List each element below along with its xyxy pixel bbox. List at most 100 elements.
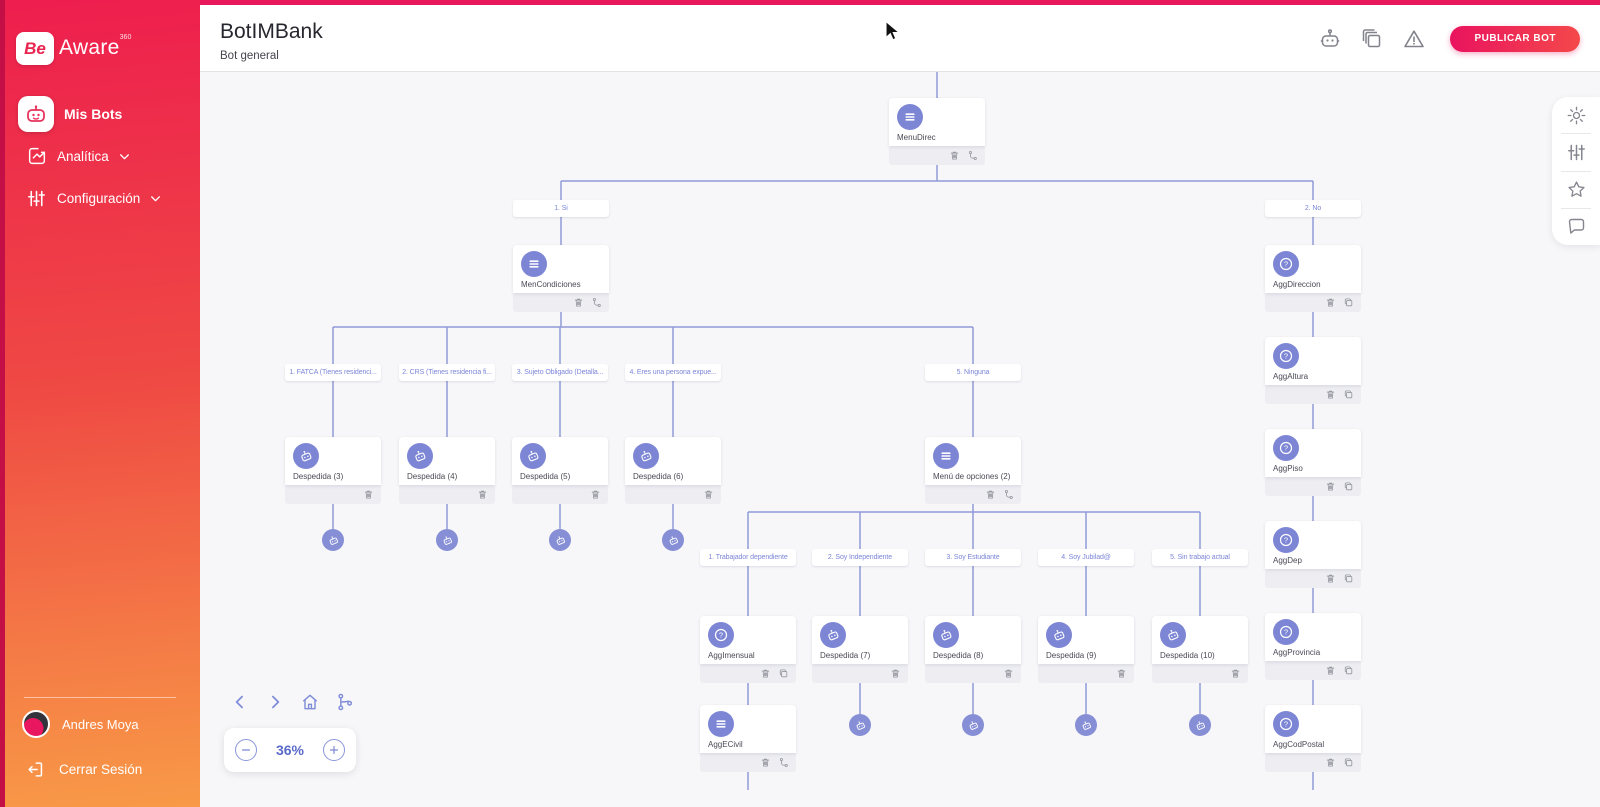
- option-label-chip[interactable]: 2. No: [1265, 200, 1361, 217]
- flow-node[interactable]: ?AggPiso: [1265, 429, 1361, 496]
- logout-button[interactable]: Cerrar Sesión: [26, 760, 142, 779]
- duplicate-node-icon[interactable]: [778, 668, 789, 679]
- option-label-chip[interactable]: 4. Eres una persona expue...: [625, 364, 721, 381]
- gear-icon[interactable]: [1566, 105, 1587, 126]
- delete-node-icon[interactable]: [1116, 668, 1127, 679]
- delete-node-icon[interactable]: [573, 297, 584, 308]
- delete-node-icon[interactable]: [1325, 297, 1336, 308]
- delete-node-icon[interactable]: [703, 489, 714, 500]
- delete-node-icon[interactable]: [949, 150, 960, 161]
- node-card[interactable]: ?AggAltura: [1265, 337, 1361, 385]
- node-card[interactable]: ?AggCodPostal: [1265, 705, 1361, 753]
- flow-node[interactable]: ?AggImensual: [700, 616, 796, 683]
- option-label-chip[interactable]: 4. Soy Jubilad@: [1038, 549, 1134, 566]
- home-icon[interactable]: [300, 692, 320, 712]
- chevron-left-icon[interactable]: [230, 692, 250, 712]
- sidebar-item-configuracion[interactable]: Configuración: [26, 188, 162, 209]
- chevron-right-icon[interactable]: [265, 692, 285, 712]
- delete-node-icon[interactable]: [1230, 668, 1241, 679]
- flow-node[interactable]: Menú de opciones (2): [925, 437, 1021, 504]
- terminal-bot-node[interactable]: [436, 529, 458, 551]
- flow-node[interactable]: Despedida (8): [925, 616, 1021, 683]
- zoom-in-button[interactable]: [323, 739, 345, 761]
- node-card[interactable]: ?AggDireccion: [1265, 245, 1361, 293]
- node-card[interactable]: Despedida (3): [285, 437, 381, 485]
- node-card[interactable]: ?AggPiso: [1265, 429, 1361, 477]
- branch-node-icon[interactable]: [967, 150, 978, 161]
- delete-node-icon[interactable]: [760, 668, 771, 679]
- node-card[interactable]: ?AggDep: [1265, 521, 1361, 569]
- user-profile[interactable]: Andres Moya: [22, 710, 139, 738]
- flow-node[interactable]: Despedida (3): [285, 437, 381, 504]
- branch-node-icon[interactable]: [1003, 489, 1014, 500]
- option-label-chip[interactable]: 3. Sujeto Obligado (Detalla...: [512, 364, 608, 381]
- delete-node-icon[interactable]: [477, 489, 488, 500]
- node-card[interactable]: AggECivil: [700, 705, 796, 753]
- flow-node[interactable]: ?AggDireccion: [1265, 245, 1361, 312]
- flow-node[interactable]: ?AggProvincia: [1265, 613, 1361, 680]
- sliders-icon[interactable]: [1566, 142, 1587, 163]
- duplicate-node-icon[interactable]: [1343, 757, 1354, 768]
- branch-node-icon[interactable]: [591, 297, 602, 308]
- delete-node-icon[interactable]: [1325, 573, 1336, 584]
- zoom-out-button[interactable]: [235, 739, 257, 761]
- duplicate-node-icon[interactable]: [1343, 389, 1354, 400]
- copies-icon[interactable]: [1360, 27, 1384, 51]
- terminal-bot-node[interactable]: [849, 714, 871, 736]
- option-label-chip[interactable]: 1. Trabajador dependiente: [700, 549, 796, 566]
- flow-node[interactable]: Despedida (6): [625, 437, 721, 504]
- flow-node[interactable]: Despedida (10): [1152, 616, 1248, 683]
- delete-node-icon[interactable]: [760, 757, 771, 768]
- terminal-bot-node[interactable]: [549, 529, 571, 551]
- option-label-chip[interactable]: 5. Ninguna: [925, 364, 1021, 381]
- duplicate-node-icon[interactable]: [1343, 665, 1354, 676]
- flow-node[interactable]: ?AggAltura: [1265, 337, 1361, 404]
- delete-node-icon[interactable]: [1325, 665, 1336, 676]
- node-card[interactable]: Despedida (7): [812, 616, 908, 664]
- sidebar-item-analitica[interactable]: Analítica: [26, 145, 131, 167]
- branch-node-icon[interactable]: [778, 757, 789, 768]
- node-card[interactable]: ?AggProvincia: [1265, 613, 1361, 661]
- terminal-bot-node[interactable]: [662, 529, 684, 551]
- node-card[interactable]: MenCondiciones: [513, 245, 609, 293]
- node-card[interactable]: Despedida (5): [512, 437, 608, 485]
- terminal-bot-node[interactable]: [962, 714, 984, 736]
- branch-icon[interactable]: [335, 692, 355, 712]
- node-card[interactable]: MenuDirec: [889, 98, 985, 146]
- option-label-chip[interactable]: 2. CRS (Tienes residencia fi...: [399, 364, 495, 381]
- duplicate-node-icon[interactable]: [1343, 297, 1354, 308]
- star-icon[interactable]: [1566, 179, 1587, 200]
- flow-node[interactable]: MenCondiciones: [513, 245, 609, 312]
- node-card[interactable]: ?AggImensual: [700, 616, 796, 664]
- delete-node-icon[interactable]: [1003, 668, 1014, 679]
- delete-node-icon[interactable]: [590, 489, 601, 500]
- chat-icon[interactable]: [1566, 216, 1587, 237]
- delete-node-icon[interactable]: [1325, 757, 1336, 768]
- option-label-chip[interactable]: 3. Soy Estudiante: [925, 549, 1021, 566]
- terminal-bot-node[interactable]: [1075, 714, 1097, 736]
- duplicate-node-icon[interactable]: [1343, 481, 1354, 492]
- node-card[interactable]: Despedida (9): [1038, 616, 1134, 664]
- publish-bot-button[interactable]: PUBLICAR BOT: [1450, 25, 1580, 52]
- flow-node[interactable]: Despedida (5): [512, 437, 608, 504]
- terminal-bot-node[interactable]: [1189, 714, 1211, 736]
- option-label-chip[interactable]: 1. FATCA (Tienes residenci...: [285, 364, 381, 381]
- flow-node[interactable]: ?AggDep: [1265, 521, 1361, 588]
- node-card[interactable]: Despedida (8): [925, 616, 1021, 664]
- delete-node-icon[interactable]: [1325, 481, 1336, 492]
- sidebar-item-mis-bots[interactable]: Mis Bots: [18, 96, 122, 132]
- flow-node[interactable]: Despedida (4): [399, 437, 495, 504]
- node-card[interactable]: Despedida (10): [1152, 616, 1248, 664]
- node-card[interactable]: Despedida (6): [625, 437, 721, 485]
- flow-node[interactable]: AggECivil: [700, 705, 796, 772]
- node-card[interactable]: Despedida (4): [399, 437, 495, 485]
- duplicate-node-icon[interactable]: [1343, 573, 1354, 584]
- node-card[interactable]: Menú de opciones (2): [925, 437, 1021, 485]
- delete-node-icon[interactable]: [363, 489, 374, 500]
- flow-node[interactable]: MenuDirec: [889, 98, 985, 165]
- bot-test-icon[interactable]: [1318, 27, 1342, 51]
- terminal-bot-node[interactable]: [322, 529, 344, 551]
- flow-node[interactable]: Despedida (7): [812, 616, 908, 683]
- delete-node-icon[interactable]: [890, 668, 901, 679]
